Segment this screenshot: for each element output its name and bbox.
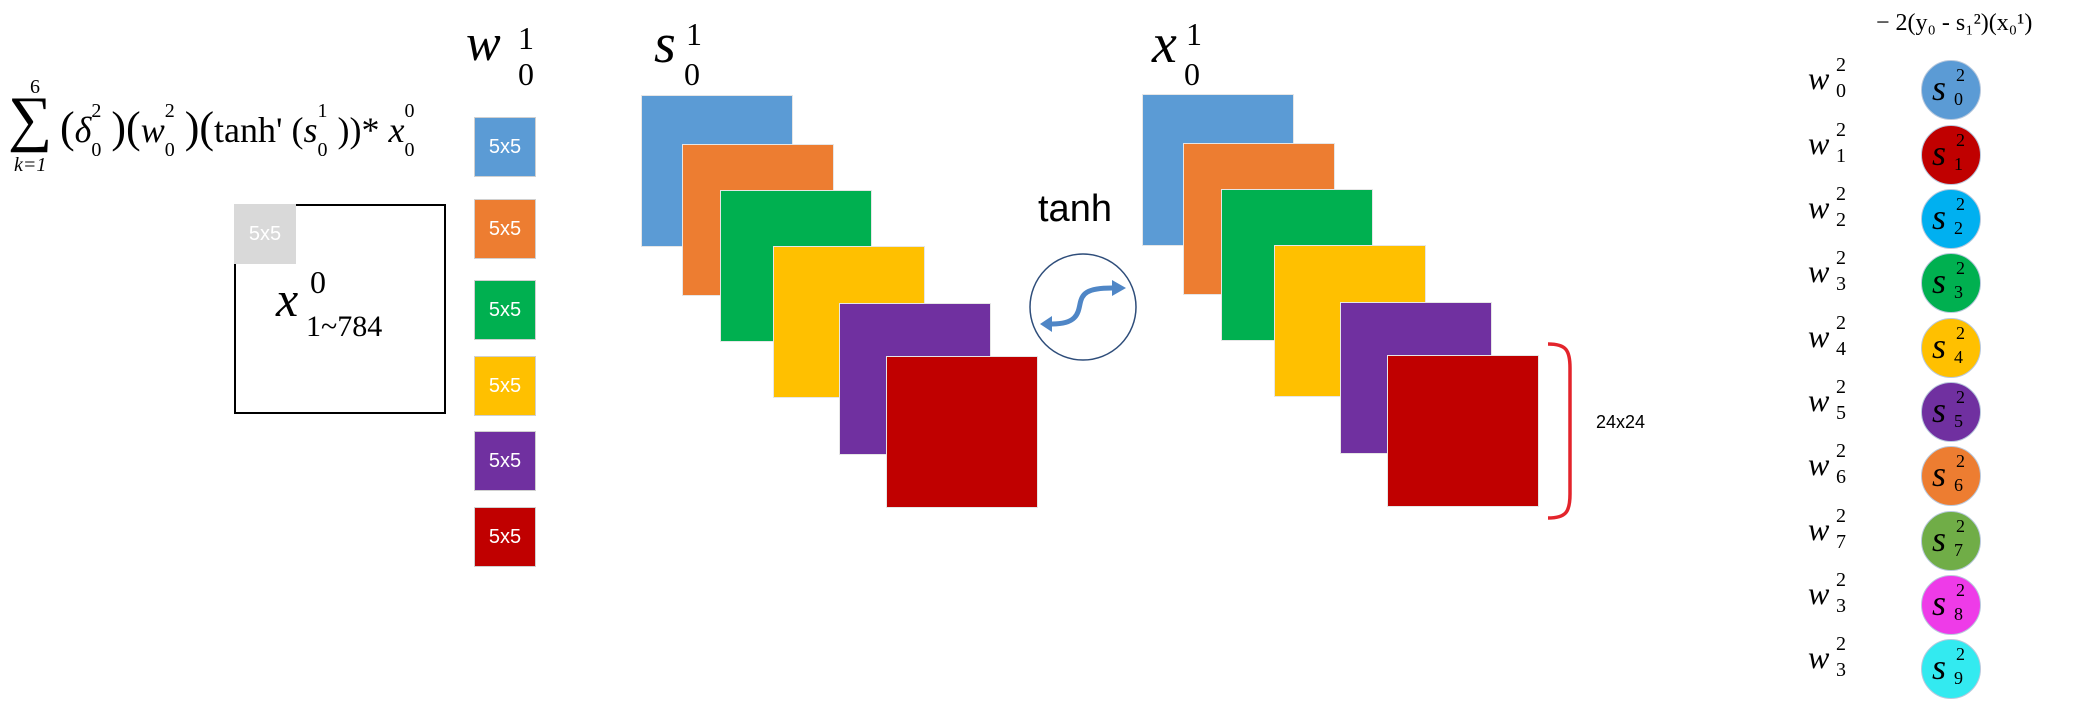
- tanh-curve-icon: [1029, 253, 1137, 361]
- tanh-circle: [1028, 252, 1138, 362]
- sum-upper-limit: 6: [30, 76, 40, 98]
- backprop-formula: 6 ∑ k=1 (δ02)(w02)(tanh' (s01))* x00: [8, 72, 458, 182]
- weight-kernel-5: 5x5: [474, 507, 536, 567]
- s-feature-map-5: [886, 356, 1038, 508]
- input-image-box: [234, 204, 446, 414]
- activation-label: tanh: [1038, 188, 1112, 230]
- formula-body: (δ02)(w02)(tanh' (s01))* x00: [60, 100, 415, 162]
- sum-lower-limit: k=1: [14, 154, 47, 176]
- gradient-label: − 2(y₀ - s₁²)(x₀¹): [1876, 10, 2033, 36]
- sum-sign: ∑: [8, 85, 53, 153]
- x-feature-map-5: [1387, 355, 1539, 507]
- weight-kernel-3: 5x5: [474, 356, 536, 416]
- weight-kernel-4: 5x5: [474, 431, 536, 491]
- weight-kernel-0: 5x5: [474, 117, 536, 177]
- weight-kernel-1: 5x5: [474, 199, 536, 259]
- feature-map-size-label: 24x24: [1596, 412, 1646, 432]
- input-kernel-window: 5x5: [234, 204, 296, 264]
- size-brace: [1547, 342, 1572, 520]
- weight-kernel-2: 5x5: [474, 280, 536, 340]
